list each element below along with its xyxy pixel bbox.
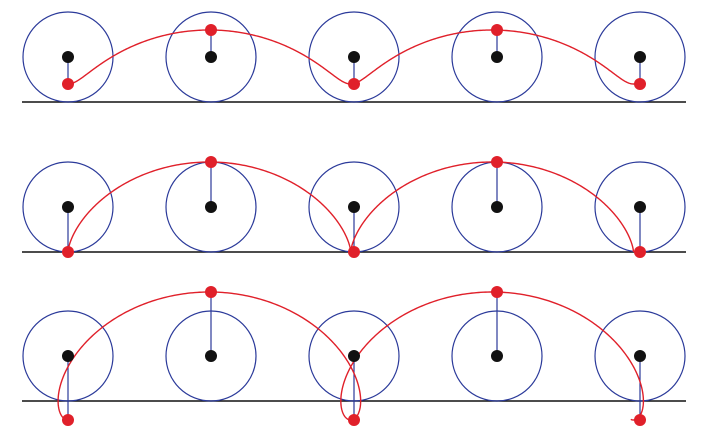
tracing-point-dot [205,24,217,36]
tracing-point-dot [348,414,360,426]
circle-center-dot [205,51,217,63]
tracing-point-dot [634,414,646,426]
tracing-point-dot [62,246,74,258]
circle-center-dot [634,51,646,63]
panel-curtate-trochoid [22,11,686,103]
tracing-point-dot [205,156,217,168]
circle-center-dot [634,350,646,362]
tracing-point-dot [348,78,360,90]
tracing-point-dot [62,78,74,90]
circle-center-dot [205,201,217,213]
tracing-point-dot [634,246,646,258]
panel-prolate-trochoid [22,286,686,426]
circle-center-dot [491,350,503,362]
tracing-point-dot [205,286,217,298]
circle-center-dot [62,201,74,213]
tracing-point-dot [491,156,503,168]
circle-center-dot [348,51,360,63]
circle-center-dot [62,51,74,63]
tracing-point-dot [634,78,646,90]
tracing-point-dot [491,24,503,36]
circle-center-dot [348,201,360,213]
rolling-circle [594,11,686,103]
panel-cycloid [22,156,686,258]
tracing-point-dot [62,414,74,426]
circle-center-dot [491,51,503,63]
circle-center-dot [634,201,646,213]
rolling-circle [308,11,400,103]
tracing-point-dot [491,286,503,298]
rolling-circle [165,11,257,103]
rolling-circle [451,11,543,103]
tracing-point-dot [348,246,360,258]
circle-center-dot [62,350,74,362]
circle-center-dot [491,201,503,213]
circle-center-dot [205,350,217,362]
circle-center-dot [348,350,360,362]
